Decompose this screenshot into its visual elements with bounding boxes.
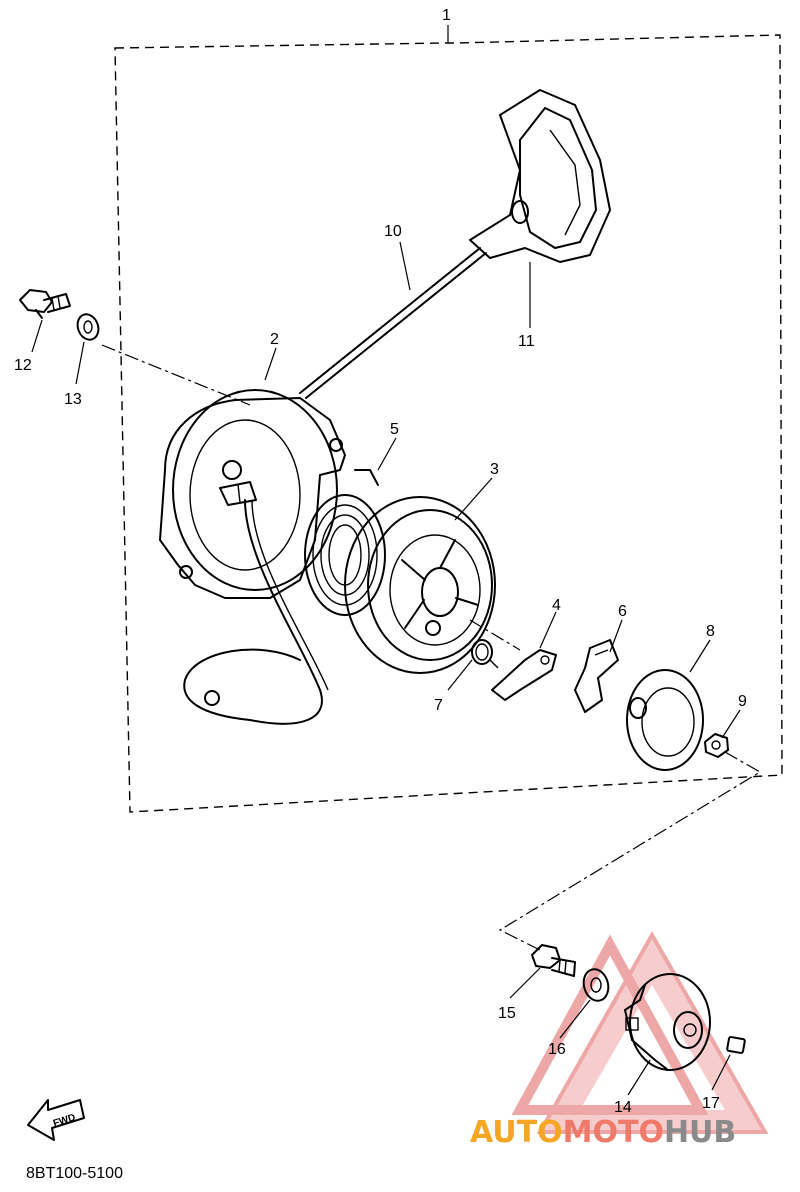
callout-labels: 1 2 3 4 5 6 7 8 9 10 11 12 13 14 15 16 1… <box>14 7 747 1116</box>
pawl-4 <box>491 649 557 701</box>
spring-7 <box>471 639 499 669</box>
callout-7: 7 <box>434 697 443 714</box>
pulley-3 <box>344 496 496 674</box>
callout-16: 16 <box>548 1041 566 1058</box>
callout-6: 6 <box>618 603 627 620</box>
bolt-15 <box>531 944 576 977</box>
rope-10 <box>183 247 487 725</box>
callout-9: 9 <box>738 693 747 710</box>
starter-case-2 <box>159 389 346 599</box>
guide-spring-6 <box>574 639 619 713</box>
callout-2: 2 <box>270 331 279 348</box>
assembly-boundary <box>114 34 783 813</box>
handle-11 <box>469 89 611 263</box>
watermark-suffix: HUB <box>664 1115 736 1150</box>
callout-15: 15 <box>498 1005 516 1022</box>
fwd-label: FWD <box>52 1112 77 1130</box>
callout-10: 10 <box>384 223 402 240</box>
callout-4: 4 <box>552 597 561 614</box>
callout-1: 1 <box>442 7 451 24</box>
nut-9 <box>704 733 729 758</box>
watermark-text: AUTOMOTOHUB <box>470 1115 736 1150</box>
watermark-middle: MOTO <box>563 1115 664 1150</box>
watermark-prefix: AUTO <box>470 1115 563 1150</box>
fwd-arrow-icon: FWD <box>27 1099 85 1141</box>
watermark-triangle-logo <box>511 930 769 1134</box>
callout-13: 13 <box>64 391 82 408</box>
drive-plate-8 <box>626 669 704 771</box>
washer-16 <box>582 968 610 1002</box>
callout-5: 5 <box>390 421 399 438</box>
callout-8: 8 <box>706 623 715 640</box>
drawing-code: 8BT100-5100 <box>26 1165 123 1182</box>
callout-17: 17 <box>702 1095 720 1112</box>
washer-13 <box>76 313 100 341</box>
callout-3: 3 <box>490 461 499 478</box>
pulley-14 <box>624 973 711 1071</box>
bolt-12 <box>19 289 71 319</box>
spring-5 <box>304 469 386 616</box>
callout-12: 12 <box>14 357 32 374</box>
callout-14: 14 <box>614 1099 632 1116</box>
callout-11: 11 <box>518 333 535 350</box>
key-17 <box>726 1036 746 1054</box>
